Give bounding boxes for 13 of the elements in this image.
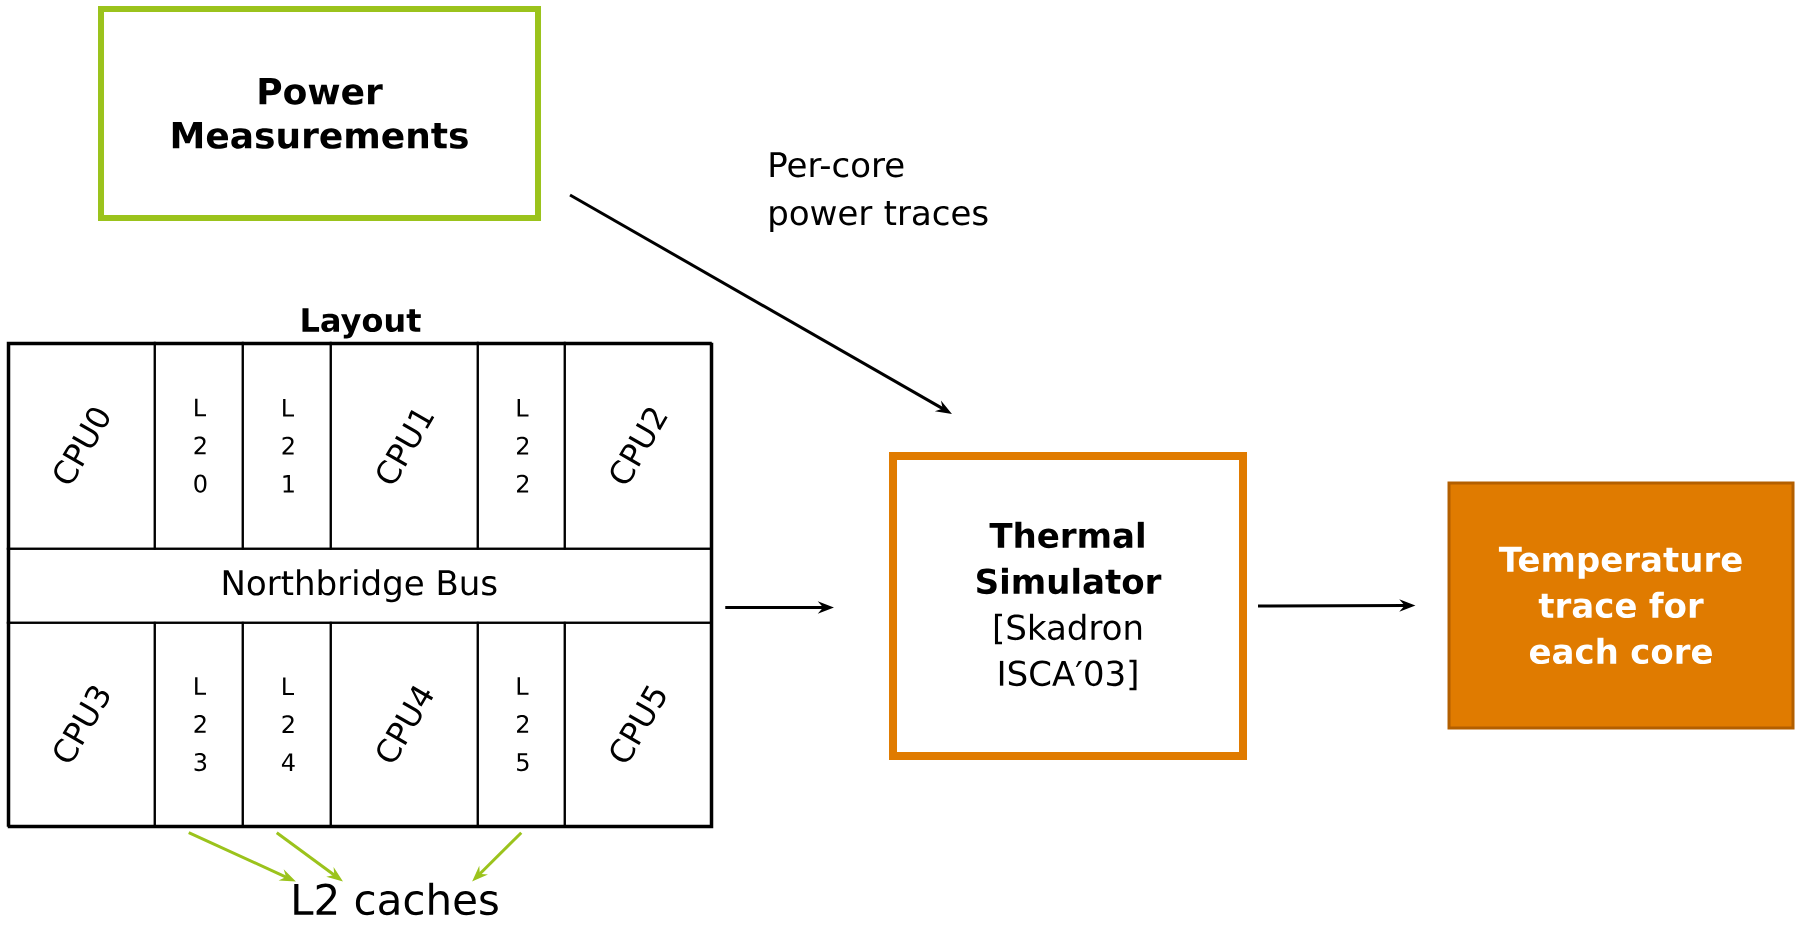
cache-cell: L 2 4 xyxy=(241,621,332,827)
node-label: Layout xyxy=(302,308,421,339)
caption-text: L2 caches xyxy=(294,882,498,916)
output-box: Temperature trace for each core xyxy=(1447,481,1795,730)
cache-cell: L 2 1 xyxy=(241,341,332,550)
cache-cell: L 2 5 xyxy=(476,621,566,827)
edge-label: Per-core power traces xyxy=(770,152,988,233)
bus-cell: Northbridge Bus xyxy=(6,547,712,624)
simulator-box: Thermal Simulator [Skadron ISCA′03] xyxy=(889,452,1247,760)
cache-cell: L 2 2 xyxy=(476,341,566,550)
source-box: Power Measurements xyxy=(98,6,541,221)
cache-cell: L 2 3 xyxy=(153,621,244,827)
cache-cell: L 2 0 xyxy=(153,341,244,550)
